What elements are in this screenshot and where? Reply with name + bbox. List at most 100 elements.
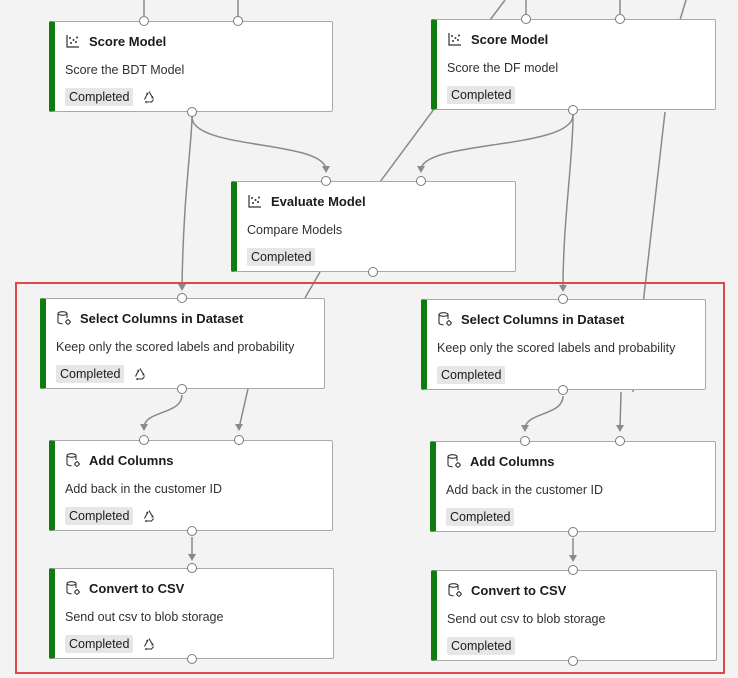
status-badge: Completed [247, 248, 316, 266]
node-score-df[interactable]: Score Model Score the DF model Completed [431, 19, 716, 110]
scatter-chart-icon [447, 31, 463, 47]
output-port[interactable] [187, 526, 197, 536]
database-gear-icon [56, 310, 72, 326]
wire-bdt-to-select-left [181, 116, 193, 289]
status-badge: Completed [65, 507, 134, 525]
node-score-bdt[interactable]: Score Model Score the BDT Model Complete… [49, 21, 333, 112]
input-port[interactable] [568, 565, 578, 575]
input-port[interactable] [321, 176, 331, 186]
selection-highlight [15, 282, 725, 674]
node-header: Add Columns [446, 453, 555, 469]
node-header: Convert to CSV [65, 580, 184, 596]
database-gear-icon [446, 453, 462, 469]
wire-into-score-df-diagonal [489, 0, 506, 21]
node-description: Keep only the scored labels and probabil… [56, 340, 295, 354]
node-description: Add back in the customer ID [446, 483, 604, 497]
node-title: Score Model [471, 31, 549, 47]
input-port[interactable] [139, 435, 149, 445]
output-port[interactable] [568, 656, 578, 666]
input-port[interactable] [615, 436, 625, 446]
arrowhead [417, 166, 425, 173]
node-header: Score Model [65, 33, 166, 49]
wire-df-to-select-right [562, 114, 574, 290]
node-header: Evaluate Model [247, 193, 366, 209]
wire-select-left-to-add-1 [143, 394, 183, 429]
node-header: Add Columns [65, 452, 174, 468]
arrowhead [521, 425, 529, 432]
node-description: Compare Models [247, 223, 343, 237]
output-port[interactable] [187, 654, 197, 664]
input-port[interactable] [615, 14, 625, 24]
input-port[interactable] [520, 436, 530, 446]
arrowhead [178, 284, 186, 291]
arrowhead [235, 424, 243, 431]
arrowhead [559, 285, 567, 292]
recycle-icon [141, 89, 157, 105]
node-convert-csv-right[interactable]: Convert to CSV Send out csv to blob stor… [431, 570, 717, 661]
input-port[interactable] [416, 176, 426, 186]
status-badge: Completed [65, 635, 134, 653]
node-description: Send out csv to blob storage [65, 610, 224, 624]
output-port[interactable] [368, 267, 378, 277]
arrowhead [140, 424, 148, 431]
node-title: Convert to CSV [471, 582, 567, 598]
input-port[interactable] [187, 563, 197, 573]
database-gear-icon [65, 452, 81, 468]
node-header: Select Columns in Dataset [437, 311, 624, 327]
node-description: Score the BDT Model [65, 63, 185, 77]
input-port[interactable] [234, 435, 244, 445]
wire-bdt-to-evaluate [191, 116, 327, 171]
database-gear-icon [65, 580, 81, 596]
output-port[interactable] [558, 385, 568, 395]
status-badge: Completed [65, 88, 134, 106]
output-port[interactable] [177, 384, 187, 394]
wire-select-right-to-add-1 [524, 395, 564, 430]
scatter-chart-icon [65, 33, 81, 49]
status-badge: Completed [437, 366, 506, 384]
node-header: Score Model [447, 31, 548, 47]
input-port[interactable] [233, 16, 243, 26]
recycle-icon [132, 366, 148, 382]
wire-select-right-to-add-2 [619, 391, 622, 430]
node-evaluate[interactable]: Evaluate Model Compare Models Completed [231, 181, 516, 272]
output-port[interactable] [568, 105, 578, 115]
status-badge: Completed [447, 637, 516, 655]
node-title: Score Model [89, 33, 167, 49]
wire-left-long [304, 271, 321, 299]
status-badge: Completed [447, 86, 516, 104]
node-select-columns-left[interactable]: Select Columns in Dataset Keep only the … [40, 298, 325, 389]
node-description: Score the DF model [447, 61, 559, 75]
output-port[interactable] [568, 527, 578, 537]
node-description: Add back in the customer ID [65, 482, 223, 496]
node-select-columns-right[interactable]: Select Columns in Dataset Keep only the … [421, 299, 706, 390]
node-title: Select Columns in Dataset [461, 311, 625, 327]
status-badge: Completed [56, 365, 125, 383]
node-title: Select Columns in Dataset [80, 310, 244, 326]
node-header: Convert to CSV [447, 582, 566, 598]
input-port[interactable] [177, 293, 187, 303]
node-header: Select Columns in Dataset [56, 310, 243, 326]
scatter-chart-icon [247, 193, 263, 209]
recycle-icon [141, 508, 157, 524]
database-gear-icon [437, 311, 453, 327]
node-title: Evaluate Model [271, 193, 366, 209]
status-badge: Completed [446, 508, 515, 526]
node-add-columns-left[interactable]: Add Columns Add back in the customer ID … [49, 440, 333, 531]
node-title: Add Columns [89, 452, 174, 468]
node-add-columns-right[interactable]: Add Columns Add back in the customer ID … [430, 441, 716, 532]
node-title: Add Columns [470, 453, 555, 469]
node-description: Send out csv to blob storage [447, 612, 606, 626]
arrowhead [188, 554, 196, 561]
input-port[interactable] [139, 16, 149, 26]
input-port[interactable] [558, 294, 568, 304]
node-title: Convert to CSV [89, 580, 185, 596]
node-description: Keep only the scored labels and probabil… [437, 341, 676, 355]
output-port[interactable] [187, 107, 197, 117]
arrowhead [616, 425, 624, 432]
node-convert-csv-left[interactable]: Convert to CSV Send out csv to blob stor… [49, 568, 334, 659]
recycle-icon [141, 636, 157, 652]
arrowhead [569, 555, 577, 562]
database-gear-icon [447, 582, 463, 598]
input-port[interactable] [521, 14, 531, 24]
